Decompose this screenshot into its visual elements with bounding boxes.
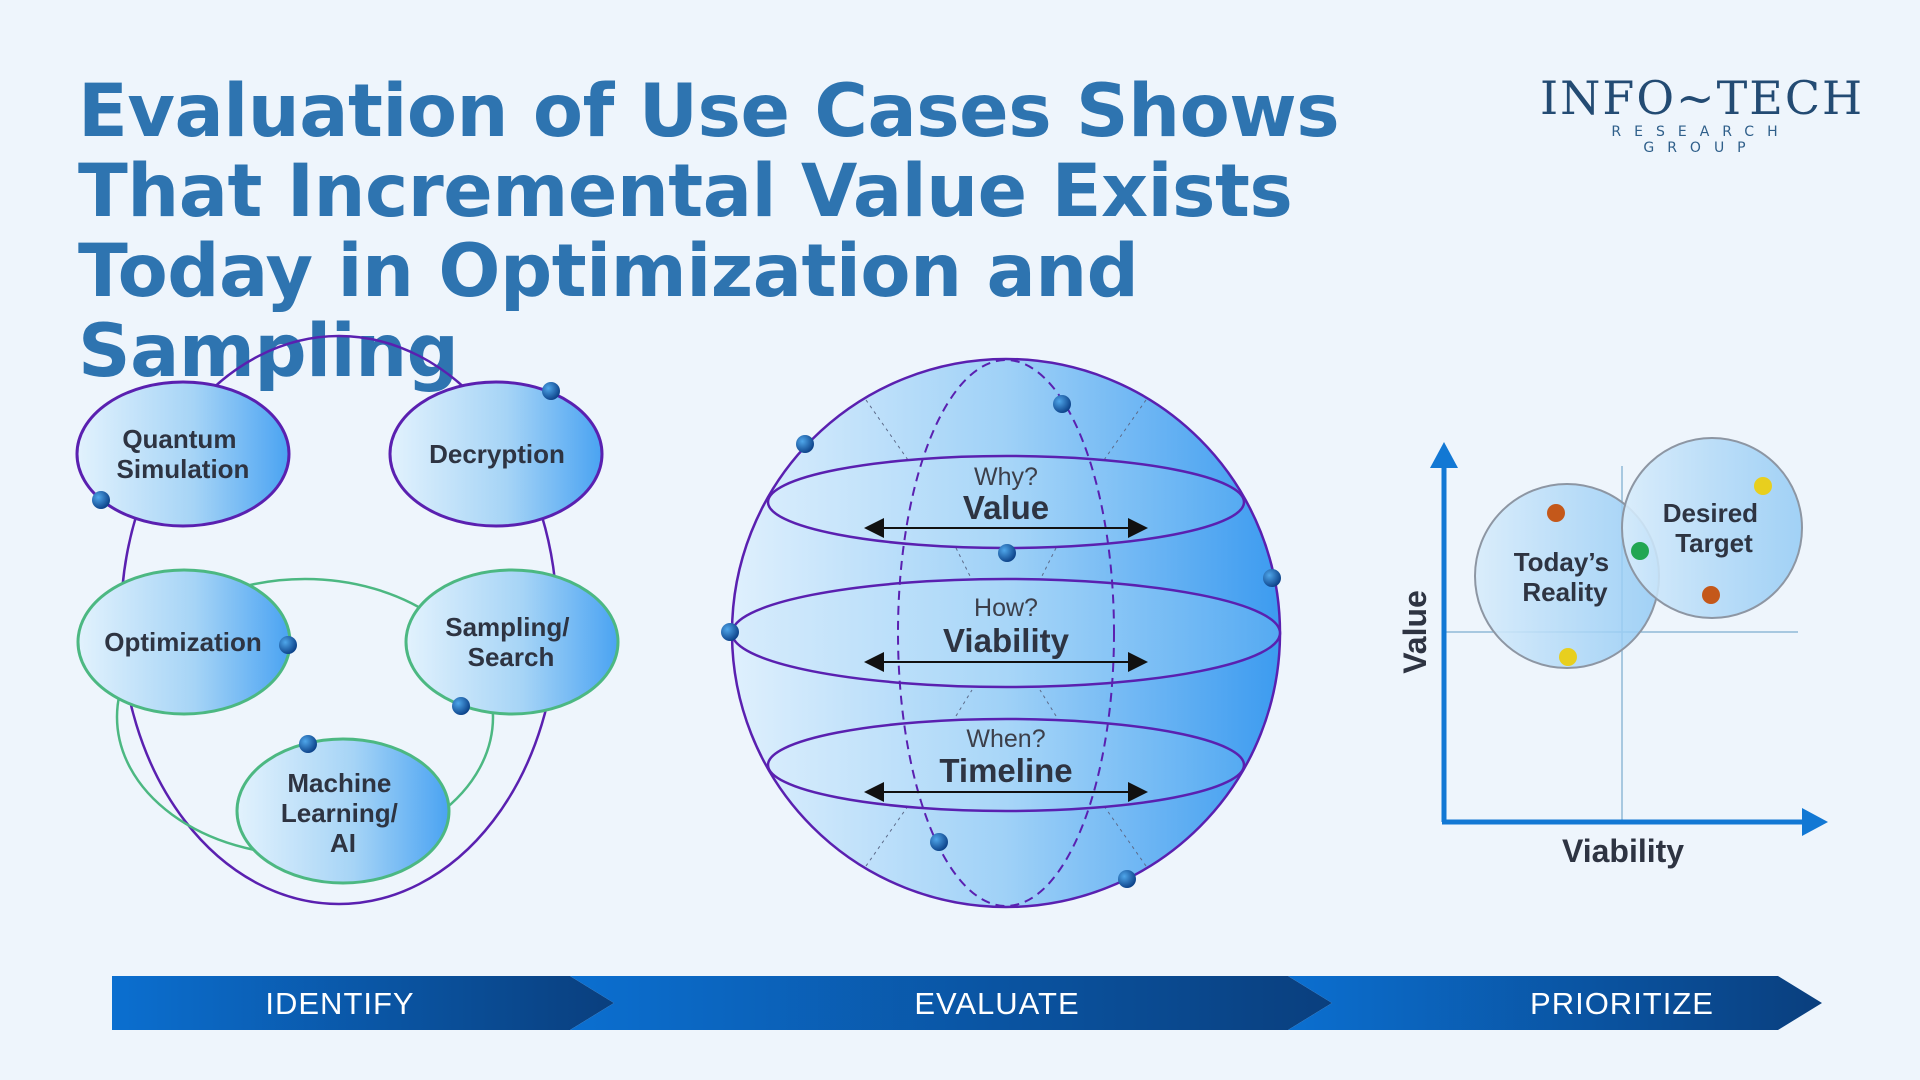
- yellow-point: [1754, 477, 1772, 495]
- circle-label-line: Desired: [1663, 498, 1758, 528]
- stage-label-identify: IDENTIFY: [265, 986, 414, 1021]
- node-label-line: Decryption: [429, 439, 565, 469]
- sphere-guide: [1103, 399, 1147, 461]
- node-label-line: Simulation: [117, 454, 250, 484]
- circle-label-line: Today’s: [1514, 547, 1609, 577]
- node-label-line: Machine: [287, 768, 391, 798]
- orbit-dot: [796, 435, 814, 453]
- stage-prioritize: [1288, 976, 1822, 1030]
- stage-bar: IDENTIFY EVALUATE PRIORITIZE: [112, 976, 1822, 1030]
- node-label-line: Quantum: [122, 424, 236, 454]
- node-label-line: Search: [468, 642, 555, 672]
- orange-point: [1702, 586, 1720, 604]
- sphere-guide: [1039, 547, 1057, 581]
- stage-label-evaluate: EVALUATE: [914, 986, 1079, 1021]
- node-quantum-simulation[interactable]: [75, 380, 291, 528]
- green-point: [1631, 542, 1649, 560]
- y-axis-label: Value: [1397, 590, 1433, 674]
- svg-text:Sampling/ Search: Sampling/ Search: [445, 612, 576, 672]
- band-question: How?: [974, 594, 1038, 622]
- stage-identify: [112, 976, 614, 1030]
- orbit-dot: [92, 491, 110, 509]
- node-label-line: Learning/: [281, 798, 398, 828]
- band-label: Viability: [943, 622, 1070, 659]
- node-decryption[interactable]: [388, 380, 604, 528]
- node-label-line: AI: [330, 828, 356, 858]
- node-sampling-search[interactable]: [404, 568, 620, 716]
- prioritize-matrix: Today’s Reality Desired Target Value Via…: [1397, 437, 1828, 869]
- identify-diagram: Quantum Simulation Decryption Optimizati…: [75, 334, 620, 906]
- band-label: Timeline: [939, 752, 1072, 789]
- yellow-point: [1559, 648, 1577, 666]
- sphere-guide: [955, 689, 973, 717]
- evaluate-sphere: Why? Value How? Viability When? Timeline: [721, 357, 1282, 909]
- sphere-meridian: [897, 359, 1115, 907]
- logo-wordmark: INFO~TECH: [1540, 71, 1865, 125]
- svg-text:Optimization: Optimization: [104, 627, 261, 657]
- x-axis-label: Viability: [1562, 833, 1684, 869]
- orange-point: [1547, 504, 1565, 522]
- circle-label-line: Target: [1675, 528, 1753, 558]
- page-title: Evaluation of Use Cases Shows That Incre…: [78, 69, 1340, 394]
- sphere-guide: [865, 399, 909, 461]
- node-label-line: Optimization: [104, 627, 261, 657]
- orbit-dot: [1118, 870, 1136, 888]
- sphere-guide: [865, 805, 909, 867]
- info-tech-logo: INFO~TECH RESEARCH GROUP: [1540, 71, 1865, 156]
- orbit-dot: [1263, 569, 1281, 587]
- orbit-dot: [299, 735, 317, 753]
- sphere-guide: [1039, 689, 1057, 717]
- orbit-dot: [998, 544, 1016, 562]
- svg-text:Decryption: Decryption: [429, 439, 565, 469]
- svg-text:Machine Learning/: Machine Learning/ AI: [281, 768, 405, 858]
- svg-text:Desired Target: Desired Target: [1663, 498, 1766, 558]
- node-label-line: Sampling/: [445, 612, 569, 642]
- orbit-dot: [721, 623, 739, 641]
- orbit-dot: [542, 382, 560, 400]
- svg-text:Quantum Simulation: Quantum Simulation: [117, 424, 250, 484]
- sphere-guide: [955, 547, 973, 581]
- band-question: Why?: [974, 463, 1038, 491]
- band-question: When?: [966, 725, 1045, 753]
- circle-label-line: Reality: [1522, 577, 1608, 607]
- svg-text:Today’s Reality: Today’s Reality: [1514, 547, 1617, 607]
- logo-subtitle: RESEARCH GROUP: [1611, 124, 1791, 156]
- orbit-dot: [452, 697, 470, 715]
- orbit-dot: [279, 636, 297, 654]
- sphere-guide: [1103, 805, 1147, 867]
- orbit-dot: [930, 833, 948, 851]
- node-machine-learning-ai[interactable]: [235, 737, 451, 885]
- orbit-dot: [1053, 395, 1071, 413]
- stage-label-prioritize: PRIORITIZE: [1530, 986, 1714, 1021]
- x-axis-arrowhead: [1802, 808, 1828, 836]
- band-label: Value: [963, 489, 1049, 526]
- y-axis-arrowhead: [1430, 442, 1458, 468]
- stage-evaluate: [570, 976, 1332, 1030]
